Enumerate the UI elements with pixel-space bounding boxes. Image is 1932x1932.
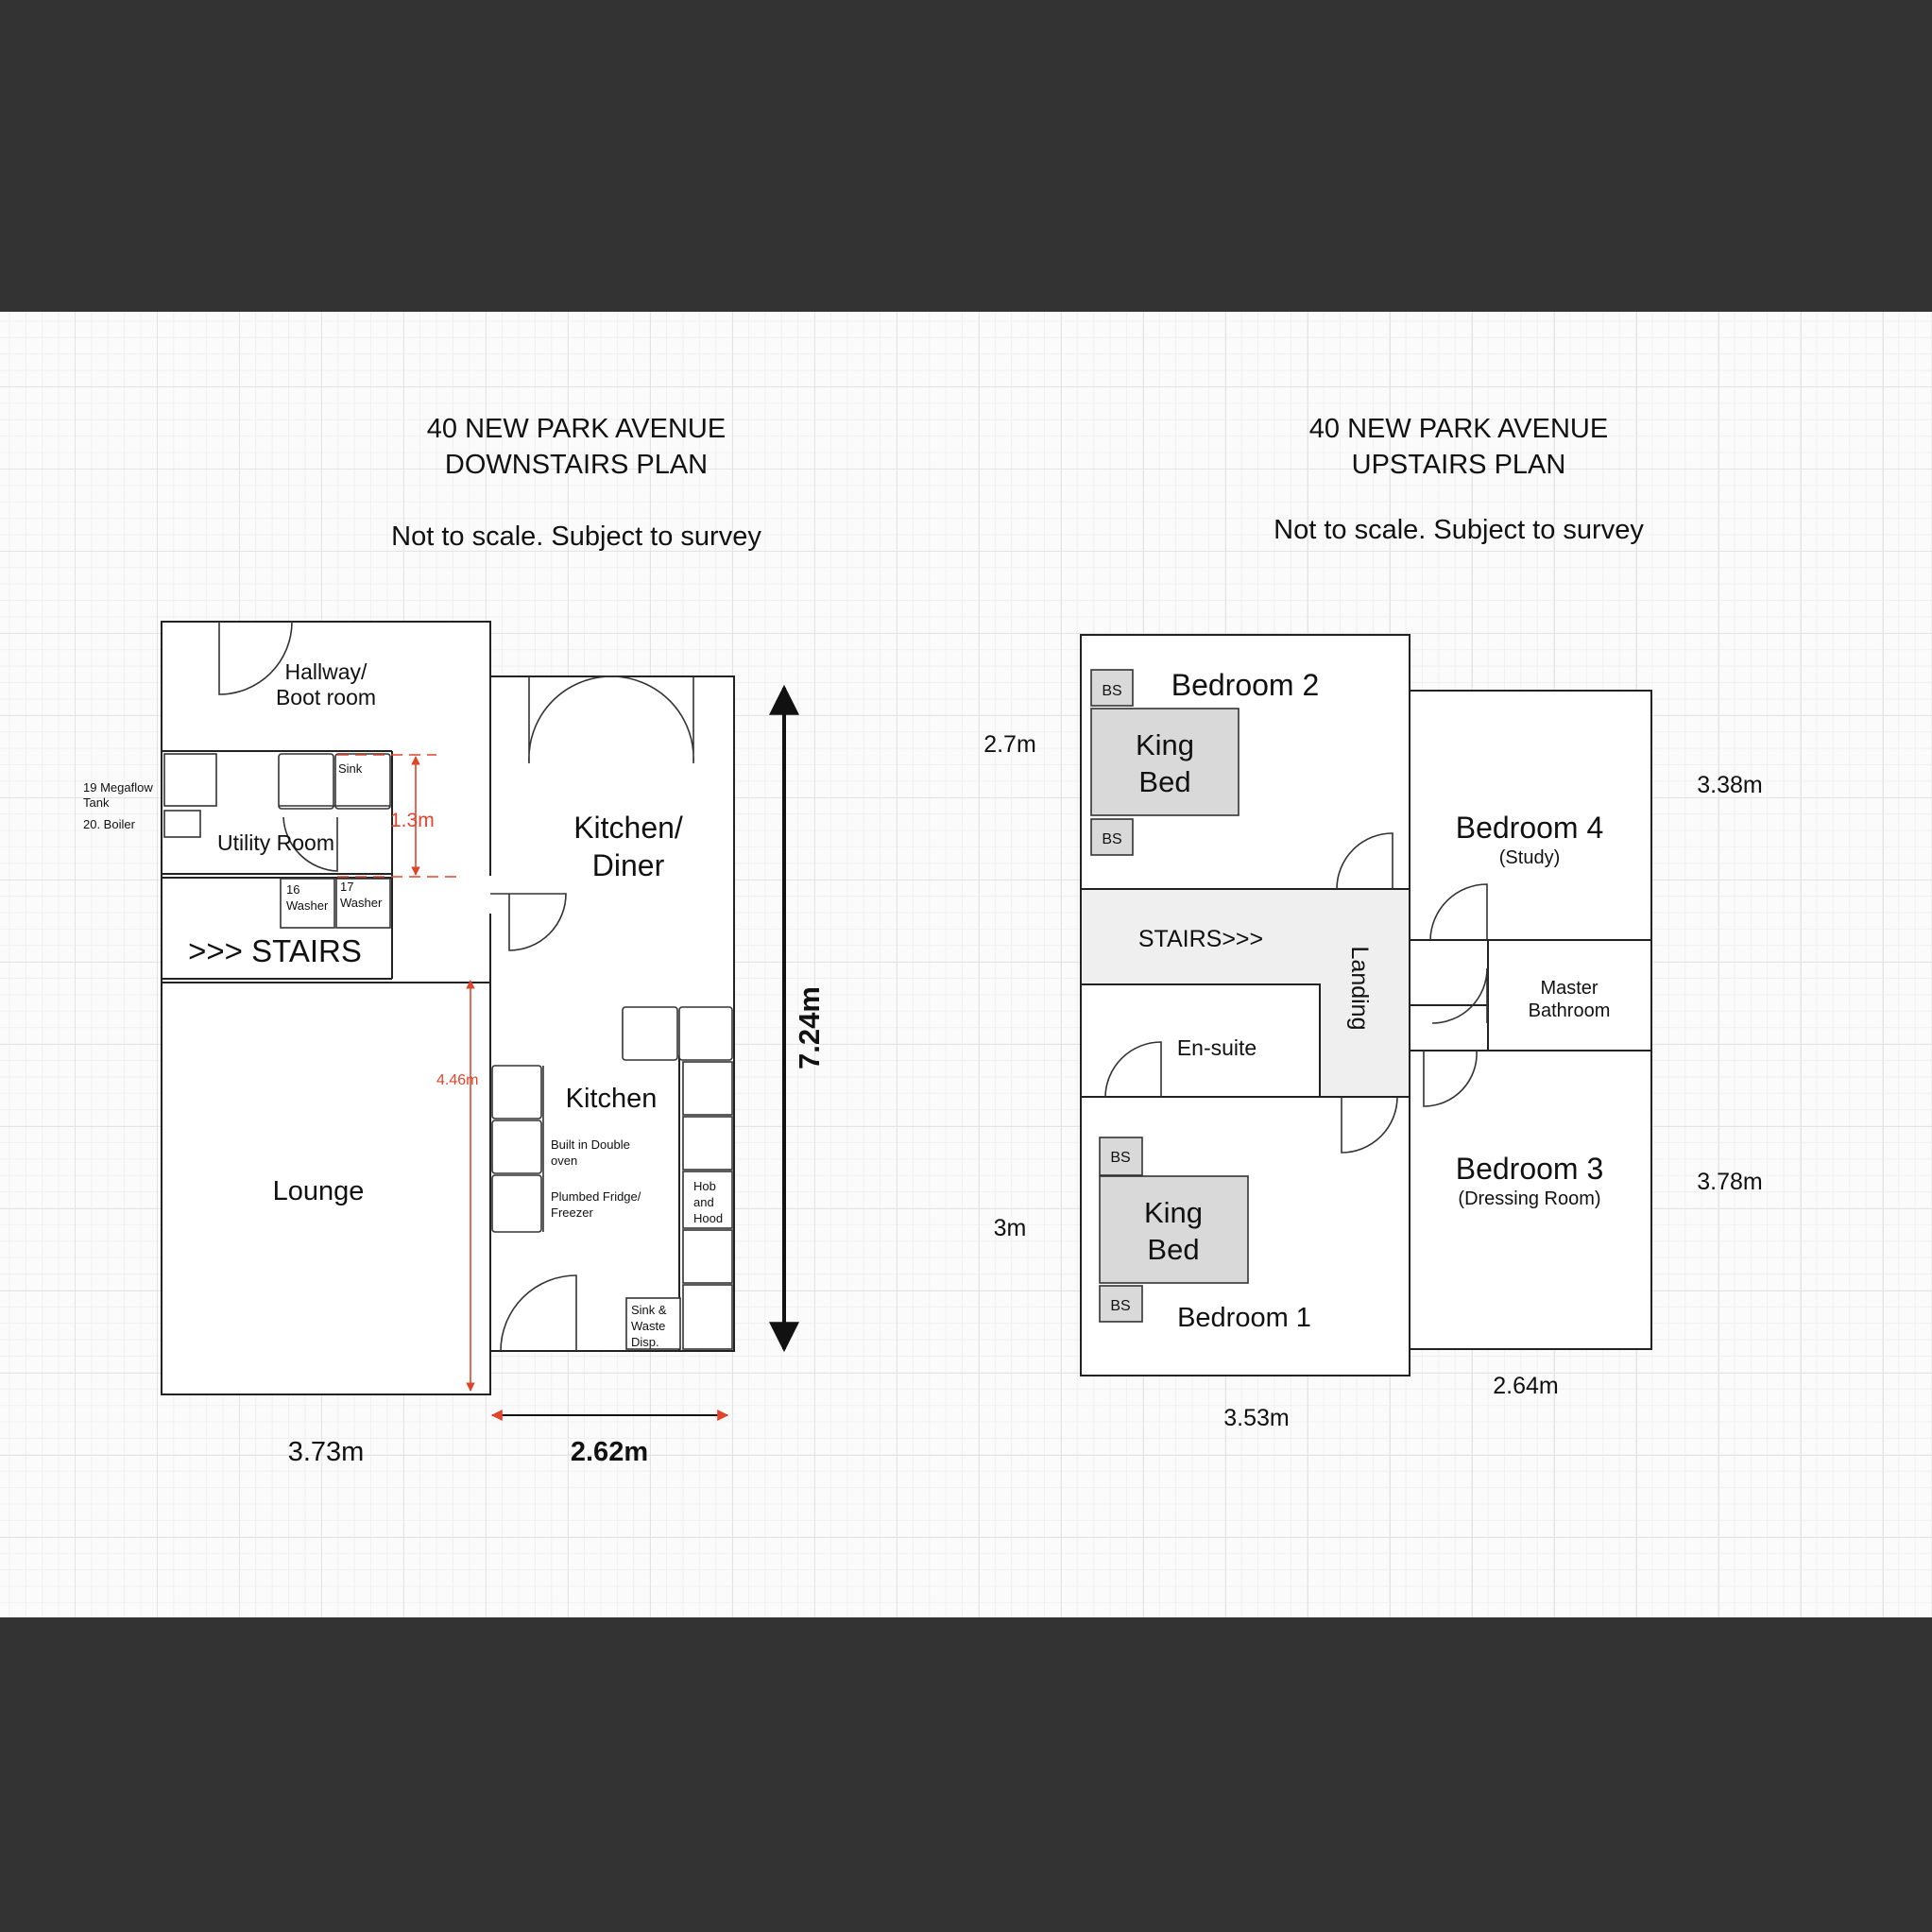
black-dimensions [490,684,799,1421]
washer16-label: Washer [286,898,329,913]
bedside-b2-top [1090,669,1134,707]
room-hallway-1: Hallway/ [285,659,368,684]
bedside-b1-bottom [1099,1285,1143,1323]
dim-bedroom3-height: 3.78m [1697,1169,1762,1195]
bed-b2-line1: King [1136,728,1194,761]
dim-right-width: 2.62m [571,1437,648,1467]
fridge-label-1: Plumbed Fridge/ [551,1189,641,1204]
king-bed-b2 [1090,708,1240,816]
dim-upstairs-left-width: 3.53m [1223,1405,1289,1431]
room-master-2: Bathroom [1529,1000,1611,1021]
upstairs-title-line1: 40 NEW PARK AVENUE [1309,414,1608,444]
utility-counter [278,753,334,810]
bs-b2-top: BS [1102,683,1121,699]
downstairs-title-line1: 40 NEW PARK AVENUE [427,414,726,444]
doorway-gap [484,876,497,914]
washer17-num: 17 [340,880,353,894]
upstairs-title-line2: UPSTAIRS PLAN [1352,450,1566,480]
megaflow-label-1: 19 Megaflow [83,780,153,795]
oven-label-2: oven [551,1154,577,1168]
fridge-label-2: Freezer [551,1205,593,1220]
bs-b2-bottom: BS [1102,831,1121,847]
washer-17 [335,878,391,929]
room-kitchen-diner-2: Diner [592,848,665,882]
sinkwaste-label-2: Waste [631,1319,665,1333]
oven-label-1: Built in Double [551,1137,630,1152]
king-bed-b1 [1099,1175,1249,1284]
dim-lounge-height: 4.46m [436,1072,478,1088]
hob-label-3: Hood [693,1211,723,1225]
room-bedroom4-sub: (Study) [1499,847,1560,868]
room-upstairs-stairs: STAIRS>>> [1138,926,1263,952]
room-hallway-2: Boot room [276,685,376,710]
bs-b1-top: BS [1110,1150,1130,1166]
downstairs-plan: 40 NEW PARK AVENUE DOWNSTAIRS PLAN Not t… [83,414,826,1467]
dim-bedroom1-height: 3m [994,1215,1027,1241]
upstairs-plan: 40 NEW PARK AVENUE UPSTAIRS PLAN Not to … [983,414,1763,1431]
megaflow-label-2: Tank [83,795,110,810]
bedside-b1-top [1099,1137,1143,1176]
dim-bedroom2-height: 2.7m [983,731,1036,758]
bed-b1-line1: King [1144,1196,1203,1229]
room-bedroom3-sub: (Dressing Room) [1458,1188,1600,1209]
bed-b2-line2: Bed [1138,765,1190,798]
megaflow-tank [163,753,217,807]
dim-utility-height: 1.3m [390,810,435,831]
washer17-label: Washer [340,896,383,910]
bed-b1-line2: Bed [1147,1233,1199,1266]
bs-b1-bottom: BS [1110,1298,1130,1314]
room-bedroom1: Bedroom 1 [1177,1303,1311,1333]
room-kitchen-diner-1: Kitchen/ [573,811,683,845]
upstairs-doors [1104,832,1488,1154]
room-kitchen: Kitchen [566,1084,658,1114]
dim-left-width: 3.73m [288,1437,365,1467]
room-ensuite: En-suite [1177,1035,1257,1060]
downstairs-doors [218,621,694,1352]
room-master-1: Master [1540,978,1598,999]
hob-label-2: and [693,1195,714,1209]
bedside-b2-bottom [1090,818,1134,856]
room-lounge: Lounge [273,1176,365,1206]
downstairs-note: Not to scale. Subject to survey [391,521,761,552]
washer16-num: 16 [286,882,299,897]
downstairs-title-line2: DOWNSTAIRS PLAN [445,450,708,480]
room-utility: Utility Room [217,830,334,855]
utility-sink-unit [334,753,391,810]
upstairs-note: Not to scale. Subject to survey [1274,515,1644,545]
boiler-unit [163,810,201,838]
dim-total-height: 7.24m [793,986,826,1069]
sinkwaste-label-1: Sink & [631,1303,667,1317]
red-dimensions [337,754,475,1392]
sinkwaste-label-3: Disp. [631,1335,659,1349]
room-bedroom3: Bedroom 3 [1456,1152,1604,1186]
room-bedroom2: Bedroom 2 [1171,668,1320,702]
boiler-label: 20. Boiler [83,817,136,831]
room-landing: Landing [1346,947,1373,1031]
washer-16 [280,878,335,929]
kitchen-units [491,1006,733,1350]
dim-bedroom4-height: 3.38m [1697,772,1762,798]
room-bedroom4: Bedroom 4 [1456,811,1604,845]
dim-upstairs-right-width: 2.64m [1493,1373,1558,1399]
hob-label-1: Hob [693,1179,716,1193]
sink-label: Sink [338,761,363,776]
room-stairs: >>> STAIRS [188,933,362,968]
